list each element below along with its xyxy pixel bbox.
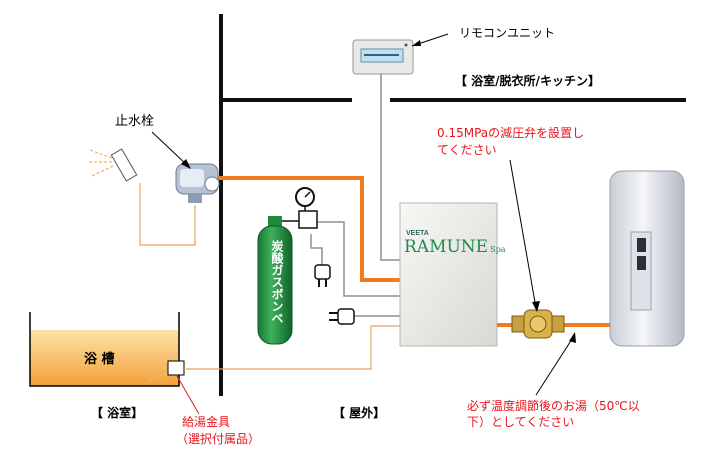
fitting-label-line2: （選択付属品） [176,432,261,446]
temp-note-line2: 下）としてください [467,415,575,429]
valve-leader-line [509,159,537,309]
bathtub [29,312,185,387]
control-cables [310,74,400,317]
power-plug-2 [329,308,355,325]
hot-water-supply-pipe [216,176,400,282]
temp-note-line1: 必ず温度調節後のお湯（50℃以 [467,399,640,413]
shower-pipe [139,183,196,246]
hot-water-tank [609,170,685,347]
main-unit [399,202,498,347]
remote-control-unit [352,39,414,75]
stop-valve-label: 止水栓 [115,114,155,129]
stop-valve [175,163,220,203]
power-plug-1 [314,264,331,287]
fitting-leader-line [176,375,200,415]
outdoor-label: 【 屋外】 [333,406,386,420]
stop-valve-leader-line [151,131,189,167]
remote-unit-label: リモコンユニット [459,26,556,40]
gas-cylinder [257,216,293,345]
pressure-reducing-valve [511,309,565,339]
rooms-top-label: 【 浴室/脱衣所/キッチン】 [455,74,600,88]
bath-fitting-pipe [186,325,400,370]
product-brand: VEETA [406,230,429,237]
walls [219,14,686,396]
temp-leader-line [535,335,575,396]
shower-head [88,148,138,182]
bathroom-label: 【 浴室】 [91,406,144,420]
pressure-regulator [282,187,318,229]
pressure-valve-note-line2: てください [437,143,497,157]
fitting-label-line1: 給湯金具 [182,415,231,429]
pressure-valve-note-line1: 0.15MPaの減圧弁を設置し [437,126,585,140]
bathtub-label: 浴 槽 [84,352,115,367]
gas-cylinder-label: 炭酸ガスボンベ [270,240,284,324]
